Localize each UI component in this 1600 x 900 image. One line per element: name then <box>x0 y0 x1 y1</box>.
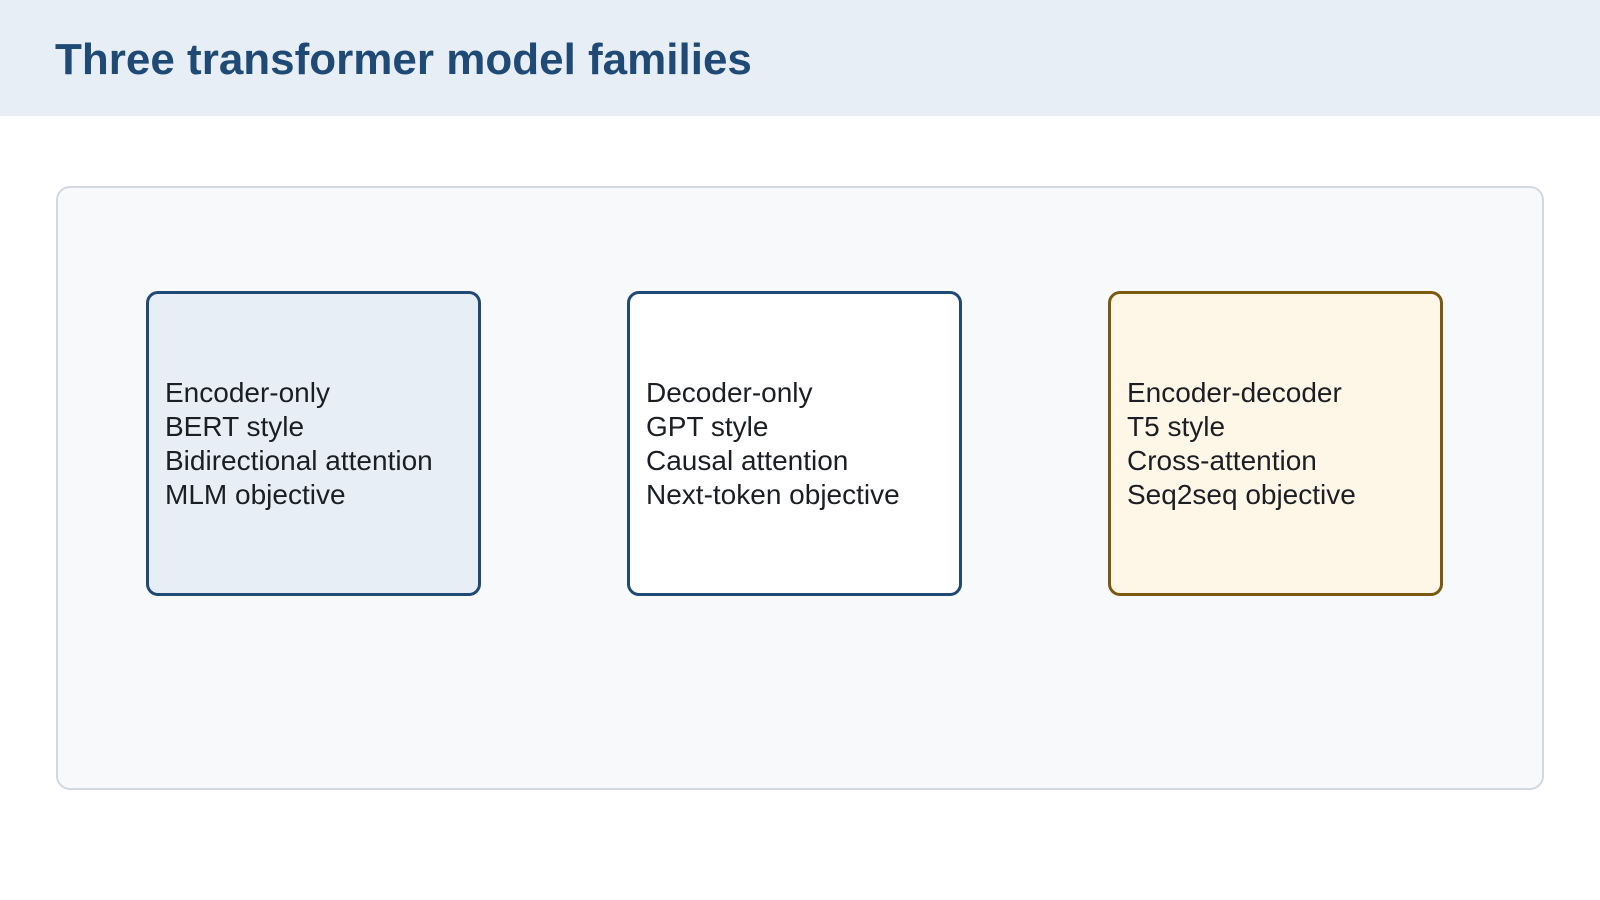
card-encoder-decoder-attention: Cross-attention <box>1127 444 1317 476</box>
page-title: Three transformer model families <box>55 35 752 84</box>
card-encoder-decoder-style: T5 style <box>1127 410 1226 442</box>
card-encoder-decoder-lines: Encoder-decoder T5 style Cross-attention… <box>1127 376 1356 512</box>
card-encoder-only-lines: Encoder-only BERT style Bidirectional at… <box>165 376 433 512</box>
card-encoder-only-name: Encoder-only <box>165 376 330 408</box>
card-decoder-only: Decoder-only GPT style Causal attention … <box>627 291 962 596</box>
card-encoder-only-style: BERT style <box>165 410 305 442</box>
card-encoder-only-objective: MLM objective <box>165 478 346 510</box>
card-decoder-only-attention: Causal attention <box>646 444 849 476</box>
card-encoder-decoder-name: Encoder-decoder <box>1127 376 1342 408</box>
card-encoder-only-attention: Bidirectional attention <box>165 444 433 476</box>
card-decoder-only-style: GPT style <box>646 410 769 442</box>
card-decoder-only-name: Decoder-only <box>646 376 813 408</box>
card-encoder-decoder: Encoder-decoder T5 style Cross-attention… <box>1108 291 1443 596</box>
card-decoder-only-objective: Next-token objective <box>646 478 900 510</box>
card-encoder-only: Encoder-only BERT style Bidirectional at… <box>146 291 481 596</box>
card-encoder-decoder-objective: Seq2seq objective <box>1127 478 1356 510</box>
card-decoder-only-lines: Decoder-only GPT style Causal attention … <box>646 376 900 512</box>
header-bar: Three transformer model families <box>0 0 1600 116</box>
